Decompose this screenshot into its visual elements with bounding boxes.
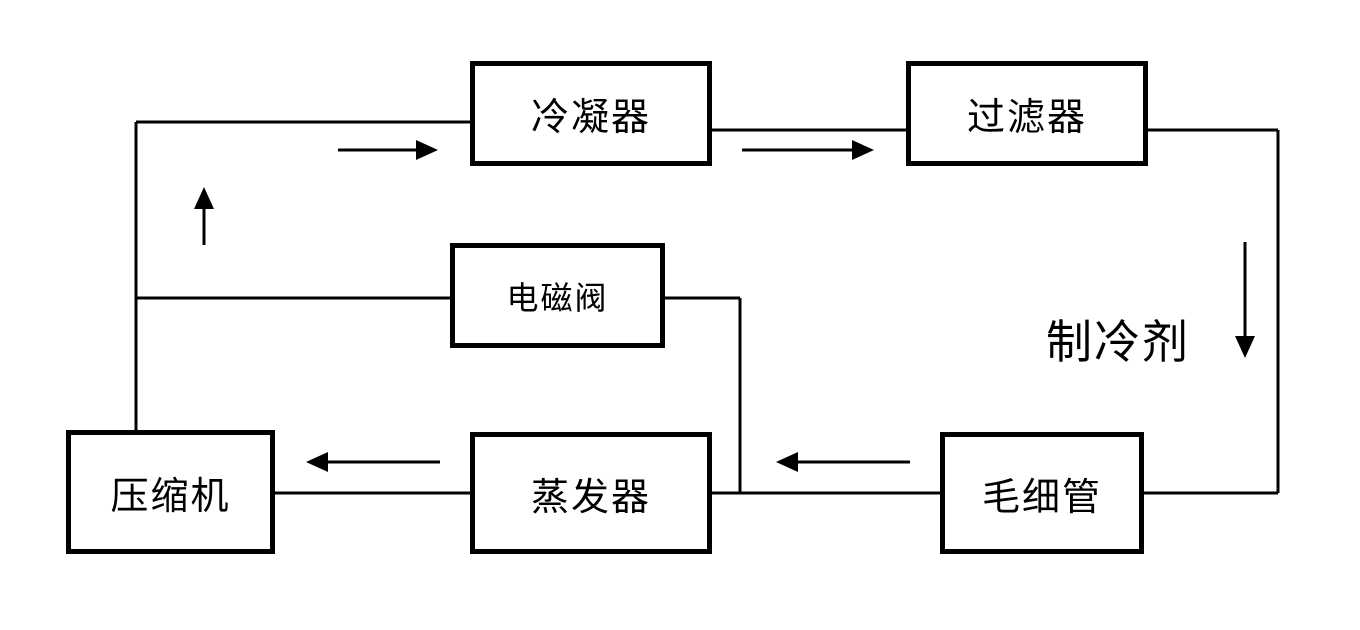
arrowhead-right-1 (416, 140, 438, 160)
filter-box: 过滤器 (906, 61, 1148, 166)
solenoid-valve-label: 电磁阀 (506, 278, 609, 317)
solenoid-valve-box: 电磁阀 (450, 243, 665, 348)
compressor-label: 压缩机 (110, 473, 231, 518)
condenser-box: 冷凝器 (470, 61, 712, 166)
refrigerant-label: 制冷剂 (1046, 315, 1190, 369)
evaporator-box: 蒸发器 (470, 432, 712, 554)
condenser-label: 冷凝器 (530, 95, 651, 139)
evaporator-label: 蒸发器 (530, 474, 651, 519)
arrowhead-left-2 (306, 452, 328, 472)
arrowhead-left-1 (776, 452, 798, 472)
arrowhead-down (1235, 336, 1255, 358)
compressor-box: 压缩机 (66, 430, 275, 554)
arrowhead-right-2 (852, 140, 874, 160)
arrowhead-up (194, 187, 214, 209)
capillary-label: 毛细管 (981, 474, 1102, 519)
filter-label: 过滤器 (966, 95, 1087, 139)
capillary-box: 毛细管 (940, 432, 1144, 554)
